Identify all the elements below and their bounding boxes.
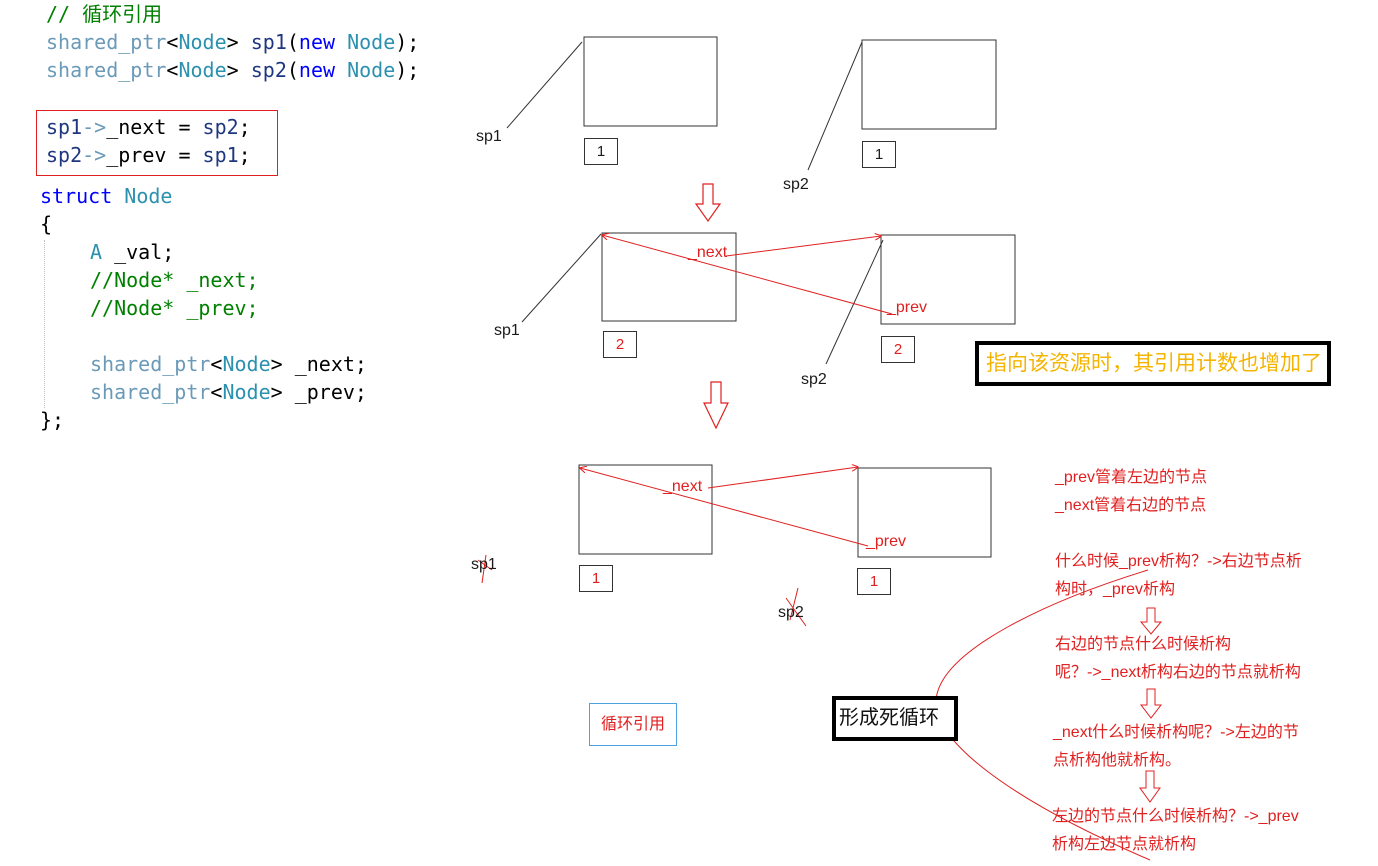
note-line: 左边的节点什么时候析构？->_prev: [1052, 808, 1299, 825]
stage3-node-left: [578, 464, 713, 555]
stage1-sp1-label: sp1: [476, 128, 502, 145]
code-comment-next: //Node* _next;: [90, 268, 259, 292]
note-line: _next什么时候析构呢？->左边的节: [1053, 724, 1299, 741]
stage3-count-right: 1: [857, 568, 891, 595]
sp1-strike-mark: [477, 554, 493, 584]
stage1-sp2-pointer: [807, 41, 863, 171]
stage3-prev-label: _prev: [866, 533, 907, 550]
code-field-val: A _val;: [90, 240, 175, 264]
stage1-sp1-pointer: [506, 41, 583, 129]
stage1-count-right: 1: [862, 141, 896, 168]
code-brace-open: {: [40, 212, 53, 236]
stage2-node-right: [880, 234, 1016, 325]
stage3-next-arrow: [707, 467, 858, 489]
stage3-prev-arrow: [580, 468, 869, 547]
stage2-node-left: [601, 232, 737, 322]
note-line: 析构左边节点就析构: [1052, 836, 1197, 853]
stage2-count-right: 2: [881, 336, 915, 363]
stage2-sp1-label: sp1: [494, 322, 520, 339]
stage2-count-left: 2: [603, 331, 637, 358]
circular-ref-callout: 循环引用: [589, 703, 677, 746]
note-line: 右边的节点什么时候析构: [1055, 636, 1232, 653]
stage1-node-right: [861, 39, 997, 130]
stage1-count-left: 1: [584, 138, 618, 165]
code-comment-prev: //Node* _prev;: [90, 296, 259, 320]
stage2-sp1-pointer: [521, 233, 602, 323]
note-line: 点析构他就析构。: [1053, 752, 1182, 769]
code-field-next: shared_ptr<Node> _next;: [90, 352, 367, 376]
note-line: _next管着右边的节点: [1055, 497, 1207, 514]
stage1-sp2-label: sp2: [783, 176, 809, 193]
code-panel: // 循环引用 shared_ptr<Node> sp1(new Node); …: [0, 0, 460, 440]
down-arrow-icon: [1139, 770, 1161, 803]
deadloop-callout: 形成死循环: [832, 696, 958, 741]
stage3-sp1-label: sp1: [471, 556, 497, 573]
stage3-sp2-label: sp2: [778, 604, 804, 621]
note-line: 呢？->_next析构右边的节点就析构: [1055, 664, 1301, 681]
stage2-next-label: _next: [688, 244, 728, 261]
sp2-strike-mark: [785, 587, 807, 627]
code-line-sp1: shared_ptr<Node> sp1(new Node);: [46, 30, 420, 54]
down-arrow-icon: [1139, 688, 1163, 719]
stage2-sp2-label: sp2: [801, 371, 827, 388]
down-arrow-icon: [694, 183, 722, 223]
down-arrow-icon: [703, 381, 729, 430]
stage2-next-arrow: [725, 236, 881, 257]
code-field-prev: shared_ptr<Node> _prev;: [90, 380, 367, 404]
stage3-count-left: 1: [579, 565, 613, 592]
code-comment: // 循环引用: [46, 2, 163, 26]
code-assign-next: sp1->_next = sp2;: [46, 115, 251, 139]
stage3-node-right: [857, 467, 992, 558]
stage2-sp2-pointer: [825, 239, 884, 365]
code-line-sp2: shared_ptr<Node> sp2(new Node);: [46, 58, 420, 82]
assignment-highlight-box: [36, 110, 278, 176]
note-line: _prev管着左边的节点: [1055, 469, 1208, 486]
stage2-prev-label: _prev: [887, 299, 928, 316]
stage1-node-left: [583, 36, 718, 127]
down-arrow-icon: [1139, 607, 1163, 635]
stage3-next-label: _next: [663, 478, 703, 495]
indent-guide: [44, 240, 45, 408]
code-struct-decl: struct Node: [40, 184, 173, 208]
refcount-callout: 指向该资源时，其引用计数也增加了: [975, 341, 1331, 386]
code-assign-prev: sp2->_prev = sp1;: [46, 143, 251, 167]
note-line: 构时，_prev析构: [1055, 581, 1176, 598]
code-brace-close: };: [40, 408, 65, 432]
stage2-prev-arrow: [602, 235, 893, 315]
note-line: 什么时候_prev析构？->右边节点析: [1055, 553, 1302, 570]
